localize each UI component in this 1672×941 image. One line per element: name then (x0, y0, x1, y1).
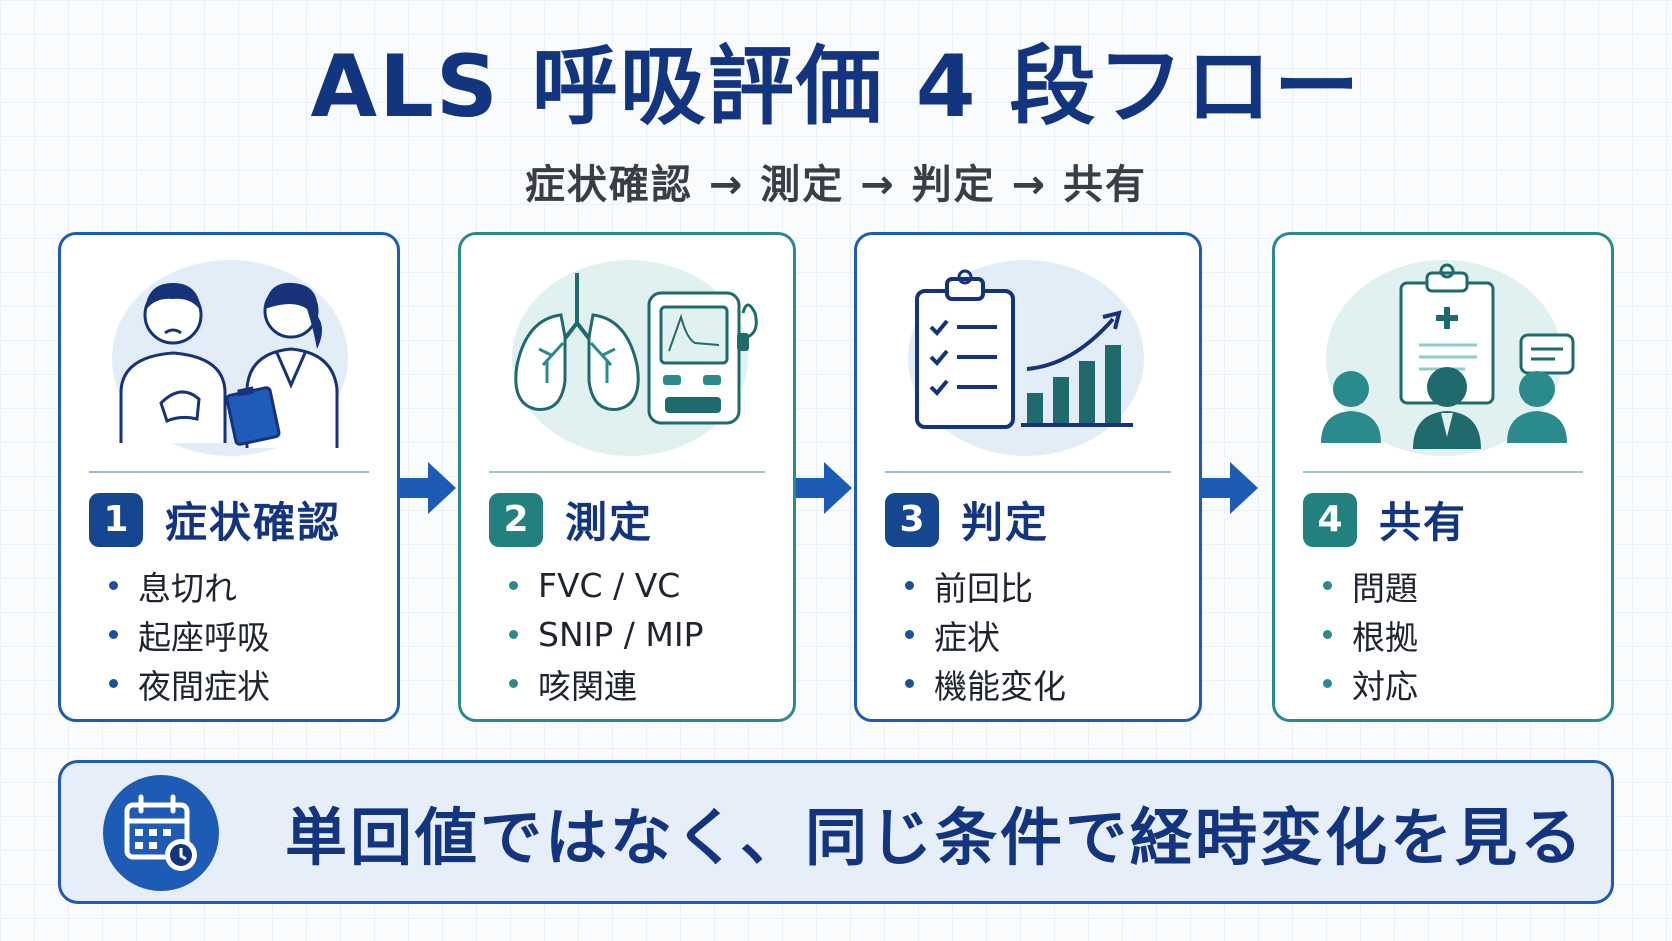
card-divider (489, 471, 765, 473)
list-item: FVC / VC (509, 561, 703, 610)
step-card-measurement: 2 測定 FVC / VC SNIP / MIP 咳関連 (458, 232, 796, 722)
bullet-icon (109, 581, 118, 590)
bullet-icon (905, 581, 914, 590)
list-item: 対応 (1323, 659, 1418, 708)
bullet-icon (509, 581, 518, 590)
step-card-sharing: 4 共有 問題 根拠 対応 (1272, 232, 1614, 722)
step-number-badge: 1 (89, 492, 143, 547)
list-item: 夜間症状 (109, 659, 270, 708)
team-sharing-icon (1295, 253, 1593, 463)
step-title: 症状確認 (165, 498, 342, 547)
bullet-icon (905, 630, 914, 639)
calendar-clock-icon (103, 775, 219, 891)
list-item: 問題 (1323, 561, 1418, 610)
step-number-badge: 3 (885, 492, 939, 547)
step-title: 判定 (961, 498, 1050, 547)
list-item: 根拠 (1323, 610, 1418, 659)
step-item-list: FVC / VC SNIP / MIP 咳関連 (509, 561, 703, 708)
bullet-icon (905, 679, 914, 688)
patient-and-doctor-icon (81, 253, 379, 463)
list-item: 前回比 (905, 561, 1066, 610)
bullet-icon (109, 630, 118, 639)
list-item: 機能変化 (905, 659, 1066, 708)
list-item: 症状 (905, 610, 1066, 659)
list-item: 起座呼吸 (109, 610, 270, 659)
bullet-icon (1323, 581, 1332, 590)
step-title: 測定 (565, 498, 654, 547)
page-title: ALS 呼吸評価 4 段フロー (310, 37, 1362, 137)
step-title: 共有 (1379, 498, 1468, 547)
card-divider (89, 471, 369, 473)
list-item: SNIP / MIP (509, 610, 703, 659)
bullet-icon (1323, 630, 1332, 639)
step-card-symptom-check: 1 症状確認 息切れ 起座呼吸 夜間症状 (58, 232, 400, 722)
bullet-icon (1323, 679, 1332, 688)
bullet-icon (509, 630, 518, 639)
list-item: 咳関連 (509, 659, 703, 708)
key-message-banner: 単回値ではなく、同じ条件で経時変化を見る (58, 760, 1614, 904)
step-number-badge: 2 (489, 492, 543, 547)
list-item: 息切れ (109, 561, 270, 610)
step-item-list: 前回比 症状 機能変化 (905, 561, 1066, 708)
arrow-right-icon (1202, 462, 1258, 514)
bullet-icon (109, 679, 118, 688)
card-divider (885, 471, 1171, 473)
step-card-judgement: 3 判定 前回比 症状 機能変化 (854, 232, 1202, 722)
arrow-right-icon (400, 462, 456, 514)
step-item-list: 息切れ 起座呼吸 夜間症状 (109, 561, 270, 708)
page-subtitle: 症状確認 → 測定 → 判定 → 共有 (524, 162, 1148, 208)
bullet-icon (509, 679, 518, 688)
step-number-badge: 4 (1303, 492, 1357, 547)
checklist-and-trend-icon (877, 253, 1175, 463)
card-divider (1303, 471, 1583, 473)
step-item-list: 問題 根拠 対応 (1323, 561, 1418, 708)
key-message-text: 単回値ではなく、同じ条件で経時変化を見る (285, 801, 1586, 874)
lungs-and-spirometer-icon (481, 253, 779, 463)
arrow-right-icon (796, 462, 852, 514)
